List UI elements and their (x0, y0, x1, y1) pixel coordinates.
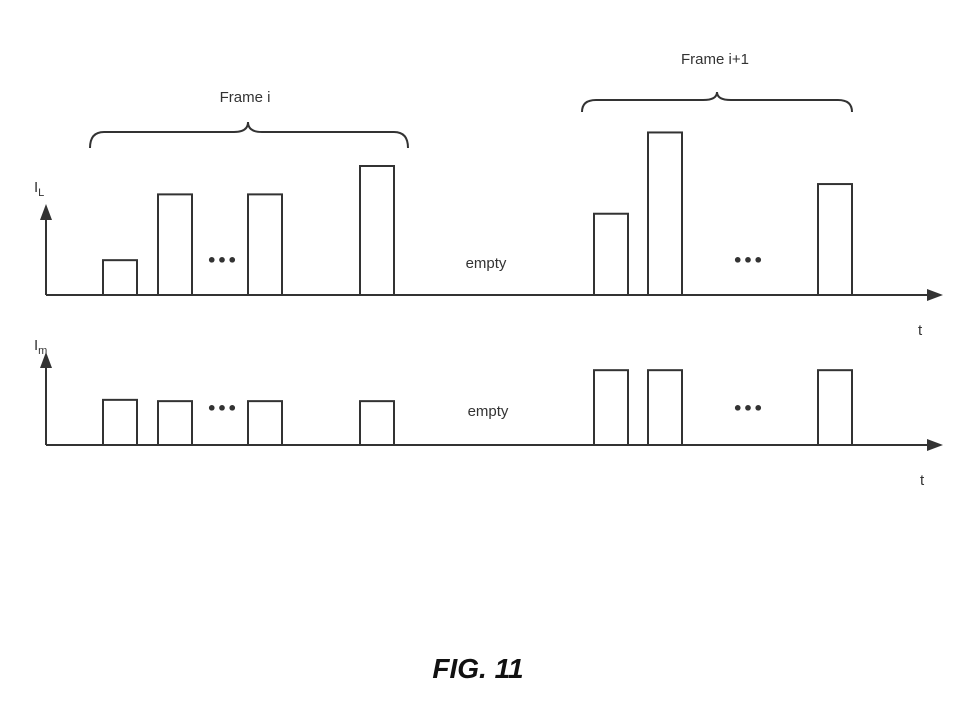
x-axis-label: t (920, 472, 925, 489)
y-axis-label: IL (34, 179, 44, 199)
frame-i1-pulse-bar (593, 369, 629, 446)
top-plot: IL t ••• ••• empty (34, 131, 943, 339)
frame-i-brace (89, 121, 409, 149)
frame-i-pulse-bar (157, 400, 193, 447)
frame-i-pulse-bar (359, 165, 395, 296)
ellipsis: ••• (207, 251, 238, 270)
frame-i1-pulse-bar (593, 212, 629, 296)
ellipsis: ••• (207, 399, 238, 418)
frame-i-pulse-bar (359, 400, 395, 447)
frame-i1-pulse-bar (817, 183, 853, 296)
frame-i-pulse-bar (247, 400, 283, 447)
y-axis-label: Im (34, 337, 47, 357)
empty-label: empty (468, 403, 509, 420)
frame-i1-pulse-bar (817, 369, 853, 446)
frame-i1-brace (581, 91, 853, 113)
frame-i-pulse-bar (247, 193, 283, 297)
frame-i-label: Frame i (220, 89, 271, 106)
frame-i1-pulse-bar (647, 131, 683, 296)
frame-i-pulse-bar (157, 193, 193, 297)
frame-i-pulse-bar (102, 398, 138, 447)
empty-label: empty (466, 255, 507, 272)
figure-label: FIG. 11 (432, 653, 523, 684)
bottom-plot: Im t ••• ••• empty (34, 337, 943, 489)
ellipsis: ••• (733, 399, 764, 418)
ellipsis: ••• (733, 251, 764, 270)
x-axis-label: t (918, 322, 923, 339)
frame-i-pulse-bar (102, 259, 138, 297)
frame-i1-label: Frame i+1 (681, 51, 749, 68)
frame-i1-pulse-bar (647, 369, 683, 446)
